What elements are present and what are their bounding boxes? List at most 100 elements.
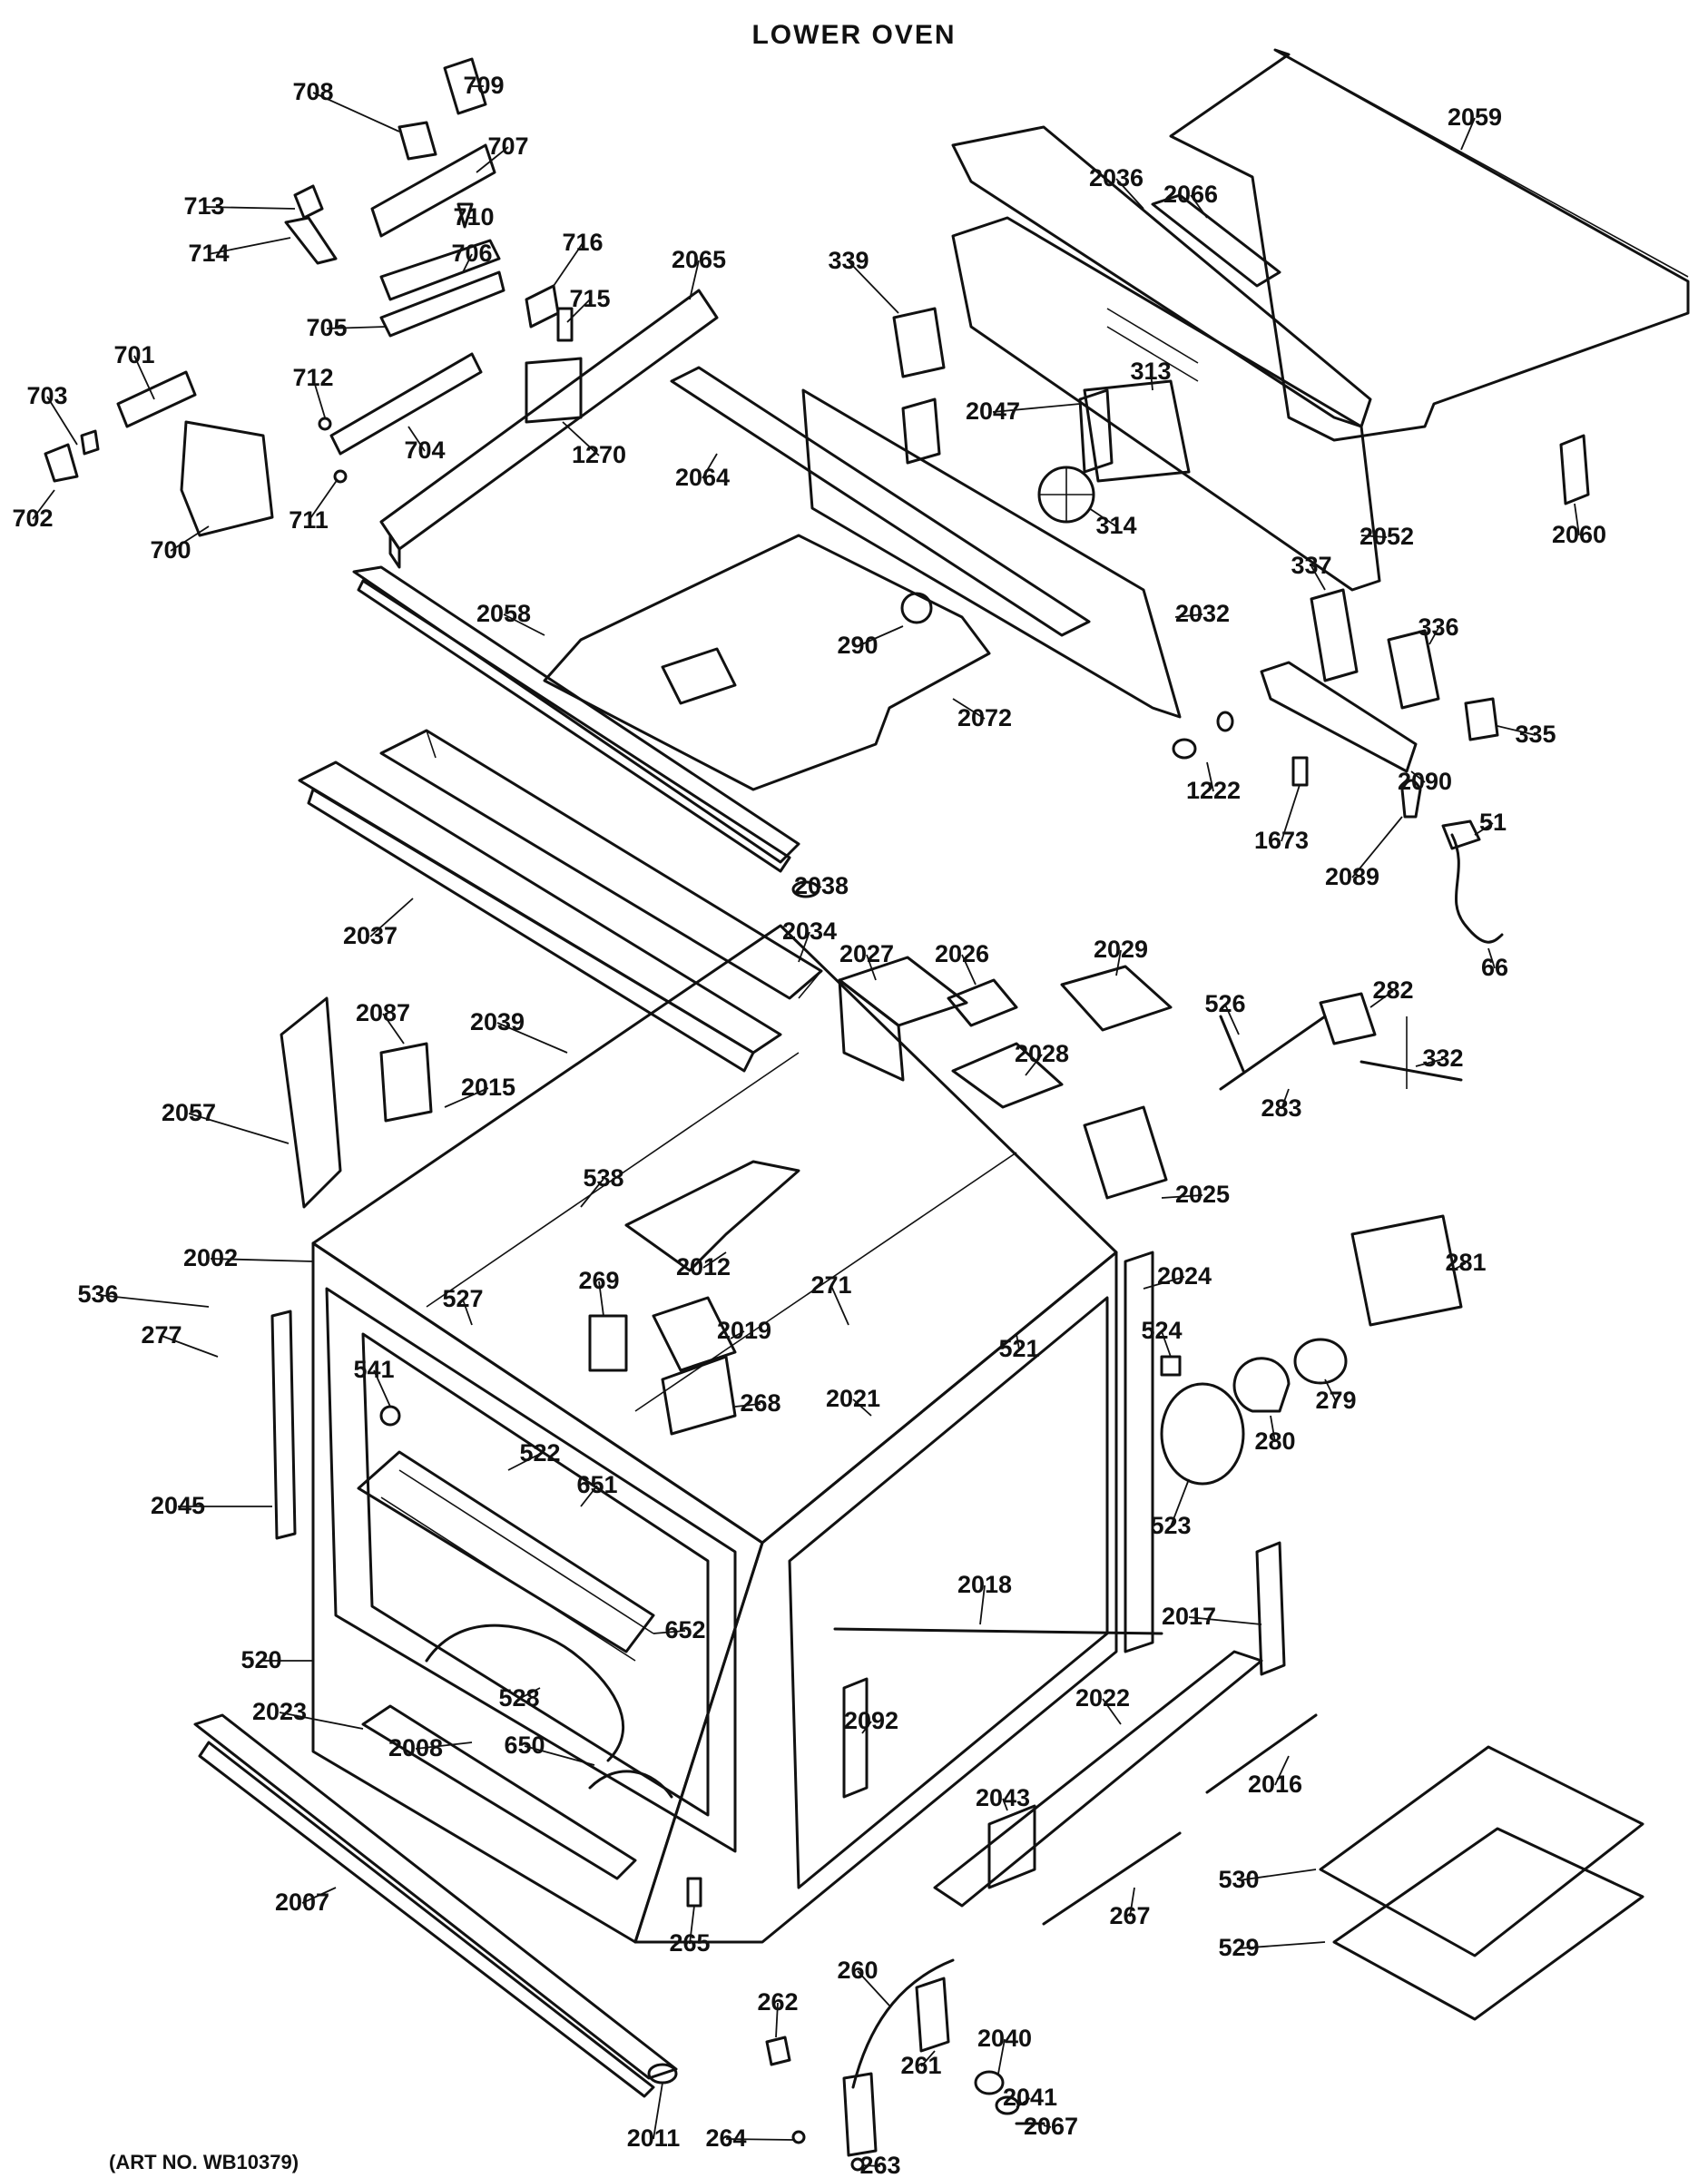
leader-line: [689, 1905, 695, 1945]
part-label: 2065: [672, 246, 726, 273]
strip-2066: [1151, 193, 1281, 288]
part-label: 2060: [1552, 521, 1606, 548]
leader-line: [1174, 613, 1203, 618]
bracket-2060: [1559, 434, 1590, 505]
leader-line: [1002, 1798, 1008, 1811]
leader-line: [170, 525, 210, 552]
part-label: 2026: [935, 940, 989, 967]
leader-line: [161, 1335, 219, 1358]
leader-line: [1474, 822, 1494, 836]
part-label: 313: [1130, 358, 1171, 385]
part-label: 527: [442, 1285, 483, 1312]
leader-line: [566, 299, 591, 323]
leader-line: [382, 1013, 405, 1045]
leader-line: [798, 931, 810, 963]
leader-line: [496, 1022, 568, 1054]
leader-line: [1161, 1194, 1203, 1199]
leader-line: [1170, 1478, 1190, 1527]
leader-line: [524, 1745, 595, 1766]
panel-2023: [361, 1704, 637, 1880]
part-label: 520: [240, 1646, 281, 1673]
leader-line: [1238, 1869, 1317, 1881]
leader-line: [133, 355, 155, 400]
part-label: 522: [519, 1439, 560, 1467]
part-label: 2040: [977, 2025, 1032, 2052]
leader-line: [97, 1294, 210, 1308]
part-label: 277: [141, 1321, 182, 1349]
vent-2037-2034: [298, 729, 823, 1073]
igniter-2019-268-269: [588, 1296, 737, 1436]
leader-line: [1016, 1333, 1020, 1350]
part-label: 2012: [676, 1253, 731, 1280]
part-label: 1673: [1254, 827, 1309, 854]
leader-line: [848, 260, 899, 314]
leader-line: [775, 2002, 779, 2038]
part-label: 710: [453, 203, 494, 231]
part-label: 2072: [957, 704, 1012, 731]
part-label: 283: [1261, 1094, 1301, 1122]
part-label: 701: [113, 341, 154, 368]
part-label: 281: [1445, 1249, 1486, 1276]
small-parts-1222-1673: [1172, 711, 1309, 787]
part-label: 541: [353, 1356, 394, 1383]
leader-line: [1043, 2124, 1052, 2128]
toe-kick-2007: [193, 1713, 678, 2098]
bracket-339: [892, 307, 946, 378]
part-label: 704: [404, 437, 445, 464]
part-label: 652: [664, 1616, 705, 1643]
part-label: 2041: [1003, 2084, 1057, 2111]
leader-line: [689, 260, 700, 300]
part-label: 538: [583, 1164, 623, 1192]
top-panel-2059: [1169, 48, 1690, 442]
part-label: 2018: [957, 1571, 1012, 1598]
part-label: 2037: [343, 922, 398, 949]
part-label: 716: [562, 229, 603, 256]
part-label: 2087: [356, 999, 410, 1026]
base-rail-2022: [933, 1650, 1263, 1908]
leader-line: [992, 403, 1081, 413]
leader-line: [503, 613, 545, 636]
leader-line: [312, 378, 326, 418]
part-label: 279: [1315, 1387, 1356, 1414]
leader-line: [301, 1887, 337, 1904]
bracket-2043: [987, 1804, 1036, 1889]
leader-line: [312, 92, 400, 132]
bracket-2090: [1260, 661, 1418, 773]
leader-line: [1487, 947, 1496, 969]
part-label: 66: [1481, 954, 1508, 981]
part-label: 337: [1291, 552, 1331, 579]
part-label: 262: [757, 1988, 798, 2016]
door-hinge-parts-2045: [270, 1310, 297, 1540]
part-label: 2011: [627, 2124, 681, 2152]
part-label: 339: [828, 247, 869, 274]
part-label: 2015: [461, 1074, 515, 1101]
leader-line: [1270, 1415, 1276, 1443]
fan-assembly-2047-313-314: [1037, 379, 1191, 524]
part-label: 2019: [717, 1317, 771, 1344]
part-label: 263: [859, 2152, 900, 2178]
leader-line: [1310, 565, 1326, 591]
leader-line: [702, 1251, 727, 1269]
part-label: 267: [1109, 1902, 1150, 1929]
rack-651-652-541-522: [357, 1405, 655, 1662]
leader-line: [920, 2050, 936, 2067]
leader-line: [598, 1280, 604, 1317]
frame-2064-2032: [670, 366, 1182, 719]
broiler-pan-530-529: [1319, 1745, 1644, 2021]
part-label: 2045: [151, 1492, 205, 1519]
leader-line: [1088, 507, 1117, 527]
leader-line: [1150, 371, 1153, 391]
part-label: 2047: [966, 397, 1020, 425]
part-label: 2058: [476, 600, 531, 627]
part-label: 2090: [1398, 768, 1452, 795]
part-label: 524: [1141, 1317, 1182, 1344]
art-number: (ART NO. WB10379): [109, 2151, 299, 2173]
leader-line: [1025, 1054, 1043, 1076]
part-label: 714: [188, 240, 229, 267]
part-label: 264: [705, 2124, 746, 2152]
part-label: 1222: [1186, 777, 1241, 804]
part-label: 336: [1418, 613, 1458, 641]
leader-line: [210, 1258, 314, 1262]
part-label: 2066: [1163, 181, 1218, 208]
leader-line: [1451, 1262, 1467, 1271]
